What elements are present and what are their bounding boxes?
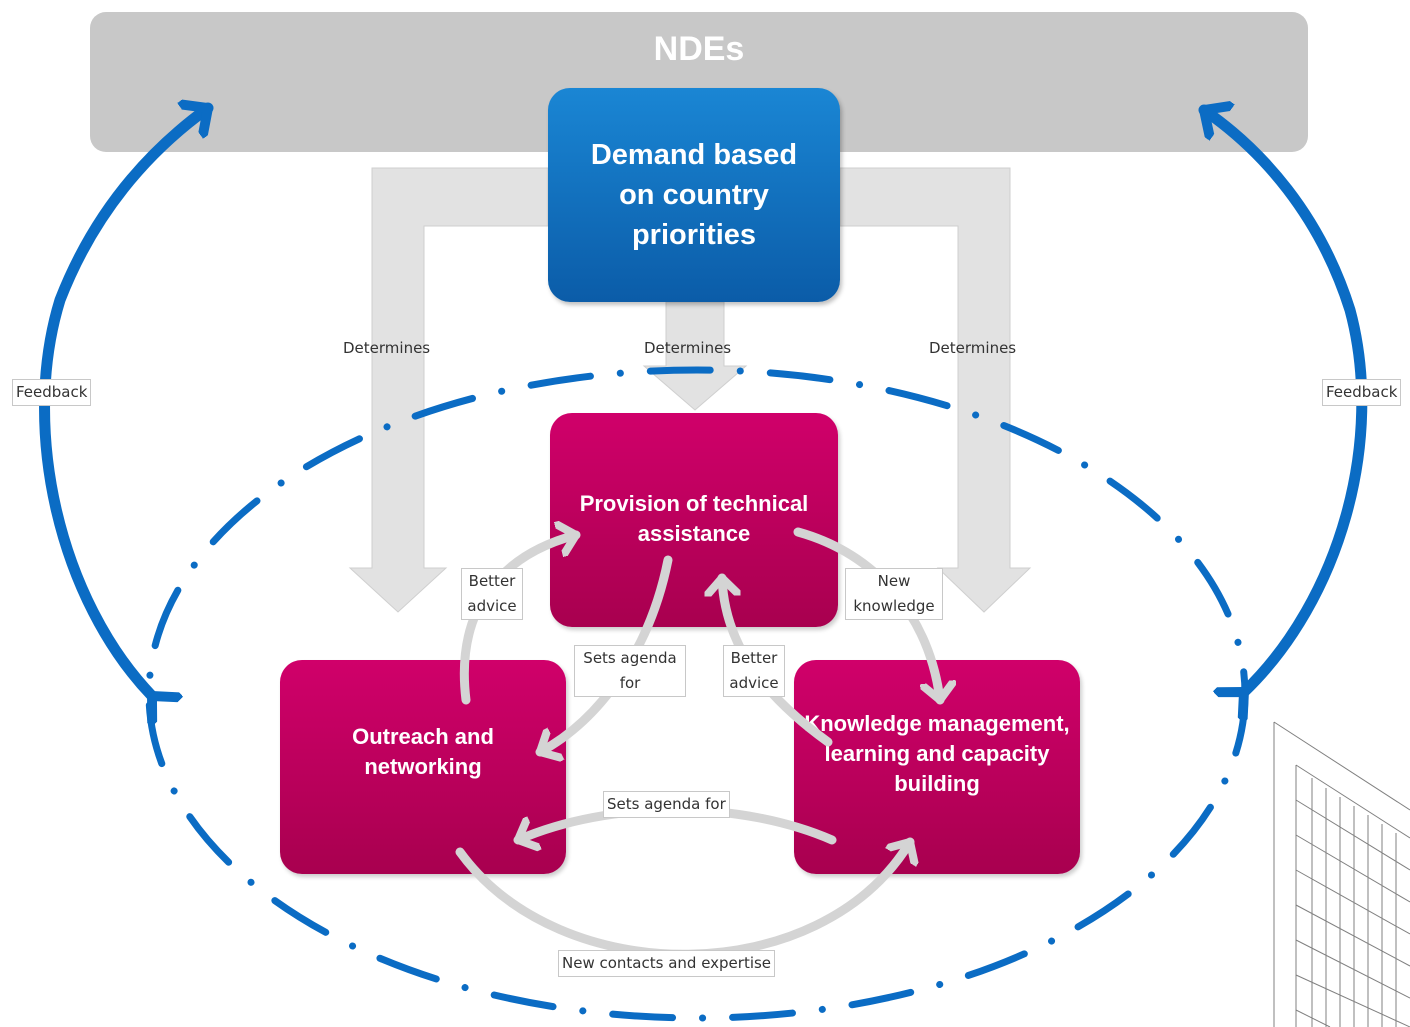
feedback-arrow-left (39, 108, 214, 696)
nde-label: NDEs (653, 30, 745, 68)
building-sketch (1273, 721, 1410, 1027)
outreach-box: Outreach and networking (280, 660, 566, 874)
outreach-box-label: Outreach and networking (352, 724, 494, 779)
demand-box: Demand based on country priorities (548, 88, 840, 302)
feedback-label-right: Feedback (1322, 379, 1402, 406)
feedback-label-left: Feedback (12, 379, 92, 406)
sets-agenda-label-center: Sets agenda for (574, 645, 686, 697)
better-advice-label-center: Better advice (723, 645, 785, 697)
determines-arrow-center (642, 301, 748, 411)
determines-label-center: Determines (644, 339, 732, 357)
sets-agenda-label-bottom: Sets agenda for (603, 791, 730, 818)
new-knowledge-label: New knowledge (845, 568, 943, 620)
feedback-arrow-right (1198, 110, 1368, 692)
demand-box-label: Demand based on country priorities (590, 139, 798, 251)
determines-arrow-left (348, 167, 549, 613)
provision-box-label: Provision of technical assistance (579, 491, 809, 546)
provision-box: Provision of technical assistance (550, 413, 838, 627)
knowledge-box-label: Knowledge management, learning and capac… (804, 711, 1070, 796)
better-advice-label-left: Better advice (461, 568, 523, 620)
determines-arrow-right (839, 167, 1032, 613)
determines-label-right: Determines (929, 339, 1017, 357)
determines-label-left: Determines (343, 339, 431, 357)
new-contacts-label: New contacts and expertise (558, 950, 776, 977)
knowledge-box: Knowledge management, learning and capac… (794, 660, 1080, 874)
